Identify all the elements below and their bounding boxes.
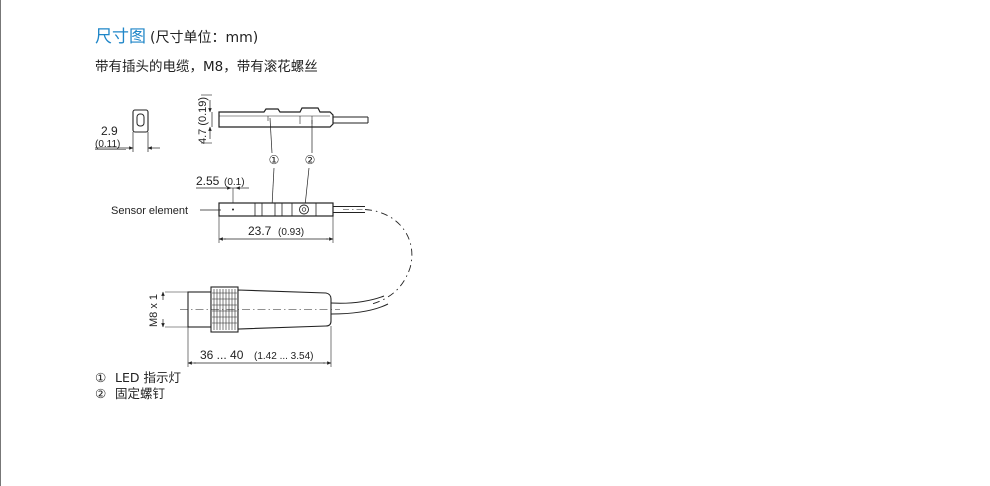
legend-num: ② xyxy=(95,386,107,401)
title-main: 尺寸图 xyxy=(95,27,146,47)
side-view: 4.7 (0.19) xyxy=(197,94,369,144)
cable-route xyxy=(364,209,413,305)
legend-item-led: ① LED 指示灯 xyxy=(95,370,181,386)
callout-1: ① xyxy=(269,153,280,167)
page-title: 尺寸图(尺寸单位：mm) xyxy=(95,22,258,47)
legend-item-screw: ② 固定螺钉 xyxy=(95,386,181,402)
legend-label: LED 指示灯 xyxy=(115,370,181,385)
dim-thread: M8 x 1 xyxy=(148,294,160,327)
dim-side-width-in: (0.11) xyxy=(95,139,120,150)
legend-label: 固定螺钉 xyxy=(115,386,166,401)
dim-length-in: (0.93) xyxy=(278,227,304,238)
dim-offset-in: (0.1) xyxy=(224,177,245,188)
callouts: ① ② xyxy=(269,117,316,207)
dim-offset: 2.55 xyxy=(196,174,220,188)
dim-height: 4.7 (0.19) xyxy=(197,97,209,144)
dim-length: 23.7 xyxy=(248,224,272,238)
legend: ① LED 指示灯 ② 固定螺钉 xyxy=(95,370,181,402)
dim-connector-length-in: (1.42 ... 3.54) xyxy=(254,351,313,362)
top-view: 2.55 (0.1) Sensor element 23.7 (0.93) xyxy=(111,174,365,243)
callout-2: ② xyxy=(305,153,316,167)
label-sensor-element: Sensor element xyxy=(111,205,188,217)
page-subtitle: 带有插头的电缆，M8，带有滚花螺丝 xyxy=(95,59,318,75)
dim-connector-length: 36 ... 40 xyxy=(200,348,244,362)
title-unit: (尺寸单位：mm) xyxy=(150,30,259,46)
legend-num: ① xyxy=(95,370,107,385)
page-left-border xyxy=(0,0,1,486)
connector-view: M8 x 1 36 ... 40 (1.42 ... 3 xyxy=(148,286,389,367)
end-view: 2.9 (0.11) xyxy=(95,109,160,152)
dim-side-width: 2.9 xyxy=(101,124,118,138)
